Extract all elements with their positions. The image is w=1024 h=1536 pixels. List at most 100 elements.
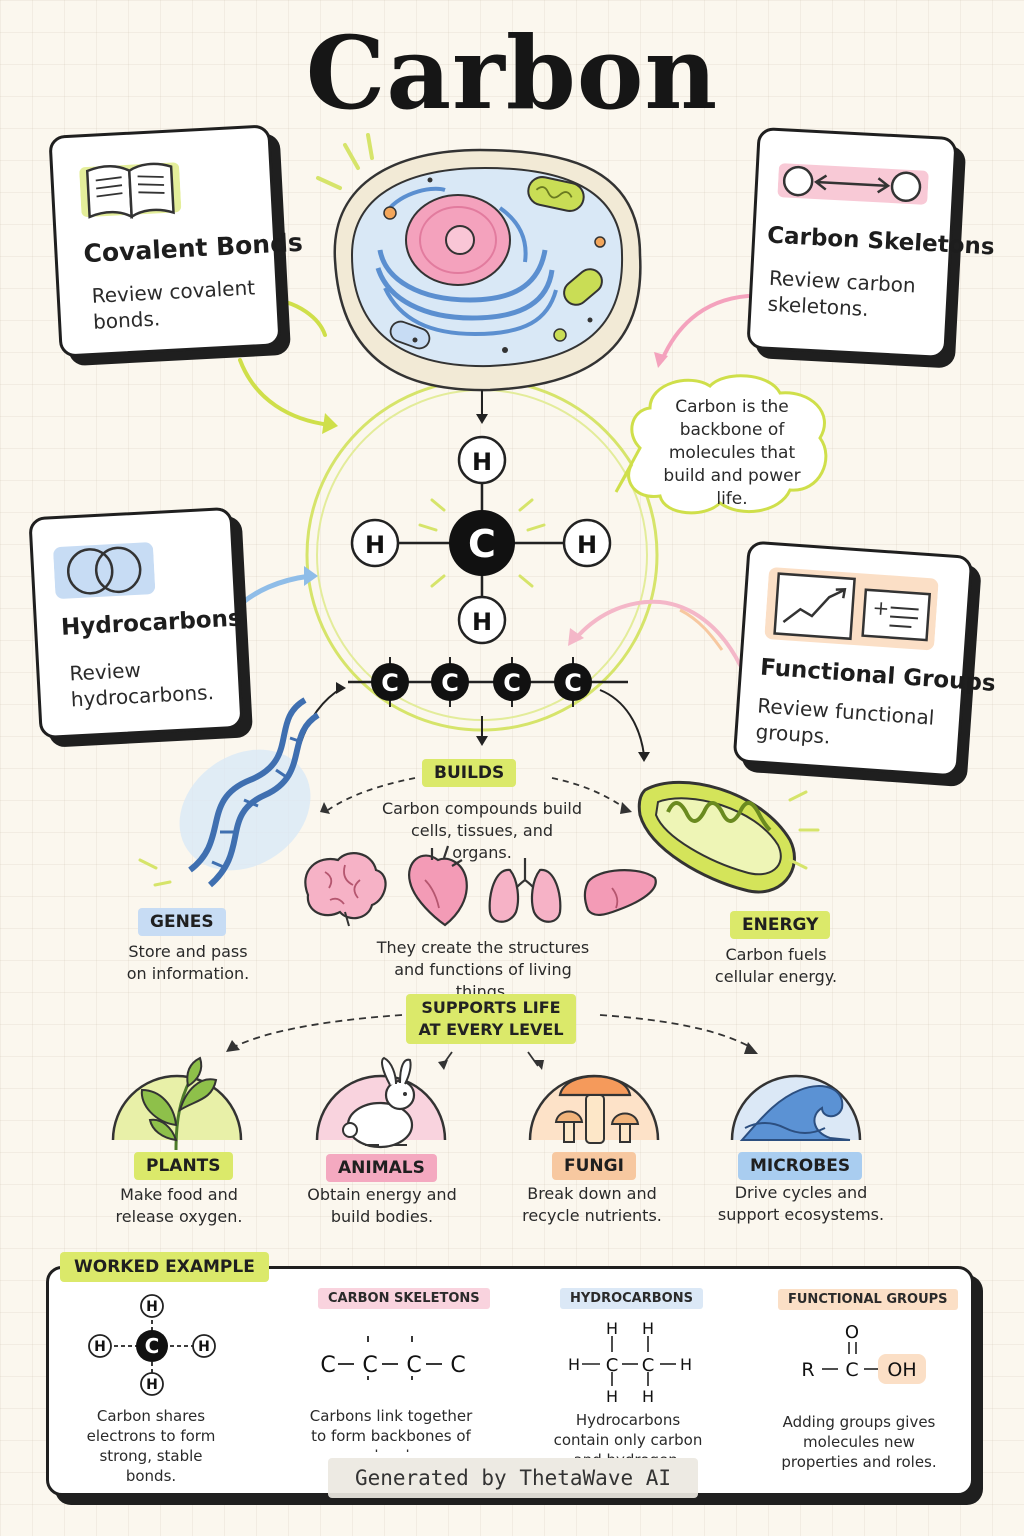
energy-label: ENERGY (730, 911, 831, 939)
lungs-icon (488, 858, 562, 923)
supports-label: SUPPORTS LIFE AT EVERY LEVEL (406, 994, 576, 1044)
cloud-text: Carbon is the backbone of molecules that… (663, 397, 801, 509)
covalent-bonds-card[interactable]: Covalent Bonds Review covalent bonds. (48, 124, 303, 358)
chain-atom-4 (554, 663, 592, 701)
covalent-bonds-text: Review covalent bonds. (91, 275, 256, 334)
mitochondrion-icon (637, 780, 820, 894)
mini-c-center: C (145, 1334, 160, 1358)
functional-groups-card[interactable]: + Functional Groups Review functional gr… (732, 540, 996, 778)
skel-c4: C (450, 1353, 465, 1378)
carbon-chain: C C C C (348, 657, 628, 707)
mini-h-right: H (198, 1339, 210, 1355)
fungi-label: FUNGI (552, 1152, 636, 1180)
step4-label: FUNCTIONAL GROUPS (778, 1289, 958, 1310)
hc-h2: H (642, 1319, 654, 1338)
hydrocarbons-title: Hydrocarbons (60, 605, 243, 641)
fungi-circle (528, 1074, 660, 1144)
energy-text: Carbon fuels cellular energy. (714, 945, 838, 986)
hydrocarbon-formula: H H H C C H H H (568, 1319, 692, 1406)
heart-icon (408, 845, 468, 927)
step3-label: HYDROCARBONS (560, 1288, 703, 1309)
linked-circles-icon (777, 163, 929, 205)
speech-cloud (614, 374, 828, 515)
chain-atom-3 (493, 663, 531, 701)
plants-text: Make food and release oxygen. (115, 1185, 243, 1226)
carbon-molecule: H H H H C (350, 435, 612, 645)
cell-illustration (316, 133, 642, 392)
carbon-skeletons-text: Review carbon skeletons. (767, 265, 917, 321)
skel-c2: C (362, 1353, 377, 1378)
step1-text: Carbon shares electrons to form strong, … (86, 1407, 216, 1485)
chain-label-1: C (381, 669, 399, 697)
svg-text:+: + (872, 595, 890, 620)
animals-label: ANIMALS (326, 1154, 437, 1182)
genes-text: Store and pass on information. (126, 942, 250, 983)
functional-groups-title: Functional Groups (759, 654, 997, 697)
atom-carbon-center (449, 510, 515, 576)
hc-h5: H (606, 1387, 618, 1406)
fg-c: C (845, 1359, 858, 1381)
skeleton-formula: C C C C (320, 1336, 466, 1380)
chain-atom-1 (371, 663, 409, 701)
chain-atom-2 (431, 663, 469, 701)
skel-c3: C (406, 1353, 421, 1378)
mini-methane: H H H H C (88, 1294, 216, 1396)
fg-o: O (845, 1322, 859, 1343)
h-label-top: H (472, 448, 492, 476)
skel-c1: C (320, 1353, 335, 1378)
book-icon (79, 162, 182, 219)
functional-arrow (576, 599, 742, 667)
fungi-text: Break down and recycle nutrients. (522, 1184, 662, 1225)
plants-label: PLANTS (134, 1152, 233, 1180)
genes-label: GENES (138, 908, 226, 936)
fg-r: R (801, 1359, 814, 1381)
animals-circle (315, 1056, 447, 1149)
liver-icon (583, 869, 657, 916)
hydrocarbons-text: Review hydrocarbons. (68, 657, 215, 712)
mini-h-left: H (94, 1339, 106, 1355)
carbon-skeletons-card[interactable]: Carbon Skeletons Review carbon skeletons… (746, 126, 995, 360)
functional-formula: O R C OH (801, 1322, 926, 1384)
dna-icon (138, 697, 320, 888)
fg-oh: OH (887, 1359, 916, 1381)
microbes-label: MICROBES (738, 1152, 863, 1180)
hc-h3: H (568, 1355, 580, 1374)
hc-h1: H (606, 1319, 618, 1338)
builds-text: Carbon compounds build cells, tissues, a… (381, 799, 583, 862)
step2-label: CARBON SKELETONS (318, 1288, 490, 1309)
atom-h-bottom (457, 595, 507, 645)
plants-circle (111, 1056, 243, 1151)
venn-icon (53, 542, 156, 599)
atom-h-top (457, 435, 507, 485)
step4-text: Adding groups gives molecules new proper… (781, 1413, 937, 1471)
chart-icon: + (764, 567, 939, 651)
supports-line-1: SUPPORTS LIFE (421, 998, 561, 1017)
hc-c1: C (606, 1355, 619, 1376)
supports-line-2: AT EVERY LEVEL (418, 1020, 564, 1039)
h-label-right: H (577, 531, 597, 559)
chain-label-3: C (503, 669, 521, 697)
hydrocarbons-card[interactable]: Hydrocarbons Review hydrocarbons. (28, 506, 244, 740)
skeletons-arrow (660, 294, 750, 362)
chain-label-2: C (441, 669, 459, 697)
step3-text: Hydrocarbons contain only carbon and hyd… (553, 1411, 703, 1458)
microbes-text: Drive cycles and support ecosystems. (717, 1183, 885, 1224)
c-label-center: C (468, 522, 496, 566)
step2-text: Carbons link together to form backbones … (309, 1407, 473, 1452)
atom-h-left (350, 518, 400, 568)
organs-text: They create the structures and functions… (376, 938, 590, 1001)
hydrocarbons-arrow (231, 573, 313, 613)
h-label-bottom: H (472, 608, 492, 636)
brain-icon (304, 852, 387, 927)
watermark: Generated by ThetaWave AI (328, 1458, 698, 1498)
hc-h4: H (680, 1355, 692, 1374)
atom-h-right (562, 518, 612, 568)
hc-h6: H (642, 1387, 654, 1406)
h-label-left: H (365, 531, 385, 559)
mini-h-bottom: H (146, 1377, 158, 1393)
hc-c2: C (642, 1355, 655, 1376)
worked-example-label: WORKED EXAMPLE (60, 1252, 269, 1282)
functional-groups-text: Review functional groups. (754, 693, 936, 749)
animals-text: Obtain energy and build bodies. (307, 1185, 457, 1226)
builds-label: BUILDS (422, 759, 517, 787)
